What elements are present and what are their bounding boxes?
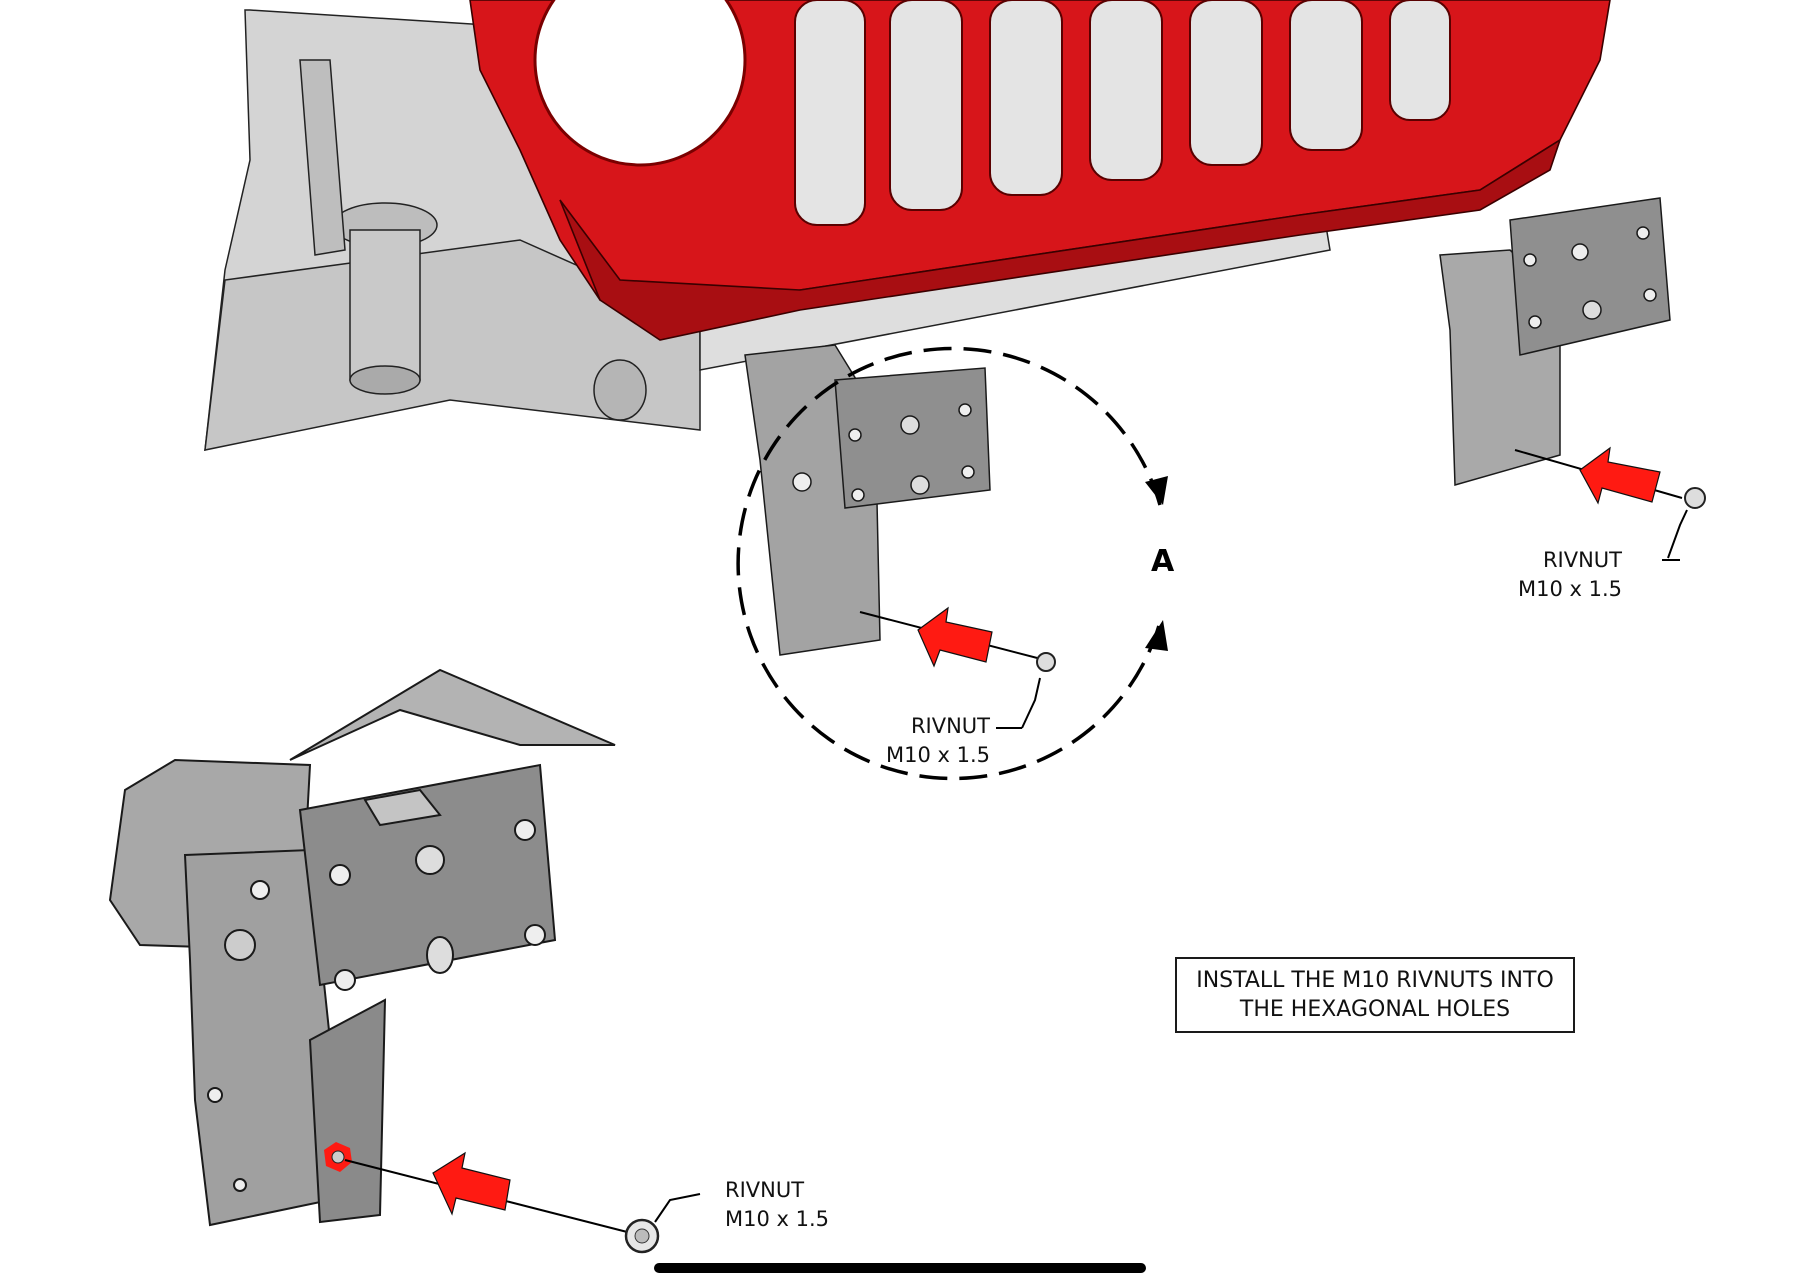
detail-a-bracket [108, 668, 616, 1227]
right-bracket [1439, 197, 1671, 486]
callout-part-spec: M10 x 1.5 [1517, 577, 1622, 601]
center-bracket [744, 344, 991, 656]
instruction-note: INSTALL THE M10 RIVNUTS INTO THE HEXAGON… [1175, 957, 1575, 1033]
insert-assembly-center [859, 606, 1056, 729]
callout-part-spec: M10 x 1.5 [885, 743, 990, 767]
detail-circle [736, 346, 1162, 781]
callout-part-name: RIVNUT [1542, 548, 1622, 572]
instruction-line-2: THE HEXAGONAL HOLES [1239, 997, 1511, 1022]
grille-panel [469, 0, 1611, 341]
rivnut-callout-detail-a: RIVNUT M10 x 1.5 [725, 1176, 829, 1234]
rivnut-icon [1684, 487, 1706, 509]
rotation-arrow-icon [1145, 476, 1168, 651]
rivnut-callout-right: RIVNUT M10 x 1.5 [1518, 546, 1622, 604]
callout-part-spec: M10 x 1.5 [725, 1207, 830, 1231]
home-indicator[interactable] [654, 1263, 1146, 1273]
callout-part-name: RIVNUT [910, 714, 990, 738]
red-insert-arrow-icon [917, 606, 993, 668]
insert-assembly-right [1514, 446, 1706, 561]
instruction-line-1: INSTALL THE M10 RIVNUTS INTO [1196, 968, 1554, 993]
detail-view-label: A [1151, 544, 1175, 579]
red-insert-arrow-icon [1579, 446, 1661, 505]
red-insert-arrow-icon [432, 1151, 511, 1216]
insert-assembly-detail-a [324, 1142, 701, 1254]
rivnut-icon [1036, 652, 1056, 672]
callout-part-name: RIVNUT [725, 1178, 805, 1202]
rivnut-callout-center: RIVNUT M10 x 1.5 [878, 712, 990, 770]
